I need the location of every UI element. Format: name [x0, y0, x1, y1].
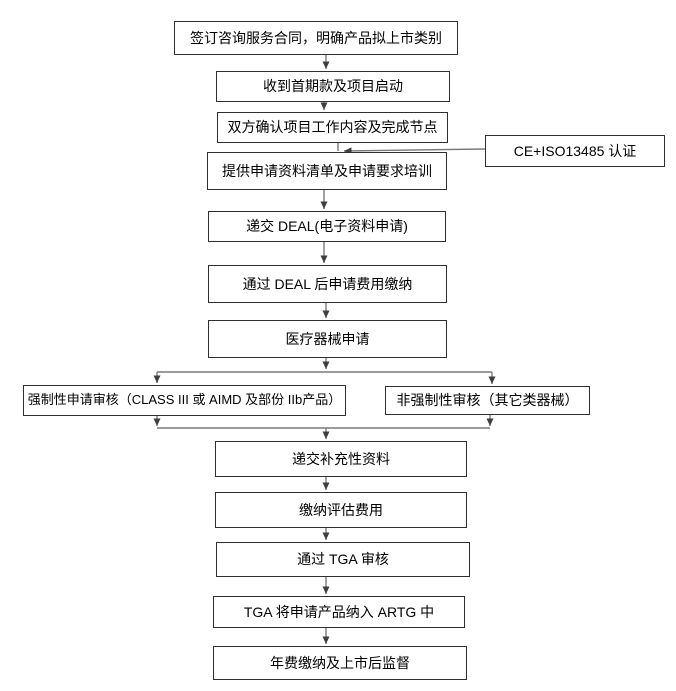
node-confirm-scope: 双方确认项目工作内容及完成节点 [217, 112, 448, 143]
node-artg-inclusion: TGA 将申请产品纳入 ARTG 中 [213, 596, 465, 628]
node-device-application: 医疗器械申请 [208, 320, 447, 358]
node-submit-supplementary: 递交补充性资料 [215, 441, 467, 477]
node-ce-iso-certification: CE+ISO13485 认证 [485, 135, 665, 167]
node-non-mandatory-review: 非强制性审核（其它类器械） [385, 386, 590, 415]
node-mandatory-review: 强制性申请审核（CLASS III 或 AIMD 及部份 IIb产品） [23, 385, 346, 416]
node-submit-deal: 递交 DEAL(电子资料申请) [208, 211, 446, 242]
node-receive-first-payment: 收到首期款及项目启动 [216, 71, 450, 102]
node-provide-checklist-training: 提供申请资料清单及申请要求培训 [207, 152, 447, 190]
node-pay-assessment-fee: 缴纳评估费用 [215, 492, 467, 528]
edge-ce-to-checklist [343, 147, 486, 155]
node-deal-fee-payment: 通过 DEAL 后申请费用缴纳 [208, 265, 447, 303]
node-annual-fee-surveillance: 年费缴纳及上市后监督 [213, 646, 467, 680]
node-sign-contract: 签订咨询服务合同，明确产品拟上市类别 [174, 21, 458, 55]
node-pass-tga-review: 通过 TGA 审核 [216, 542, 470, 577]
